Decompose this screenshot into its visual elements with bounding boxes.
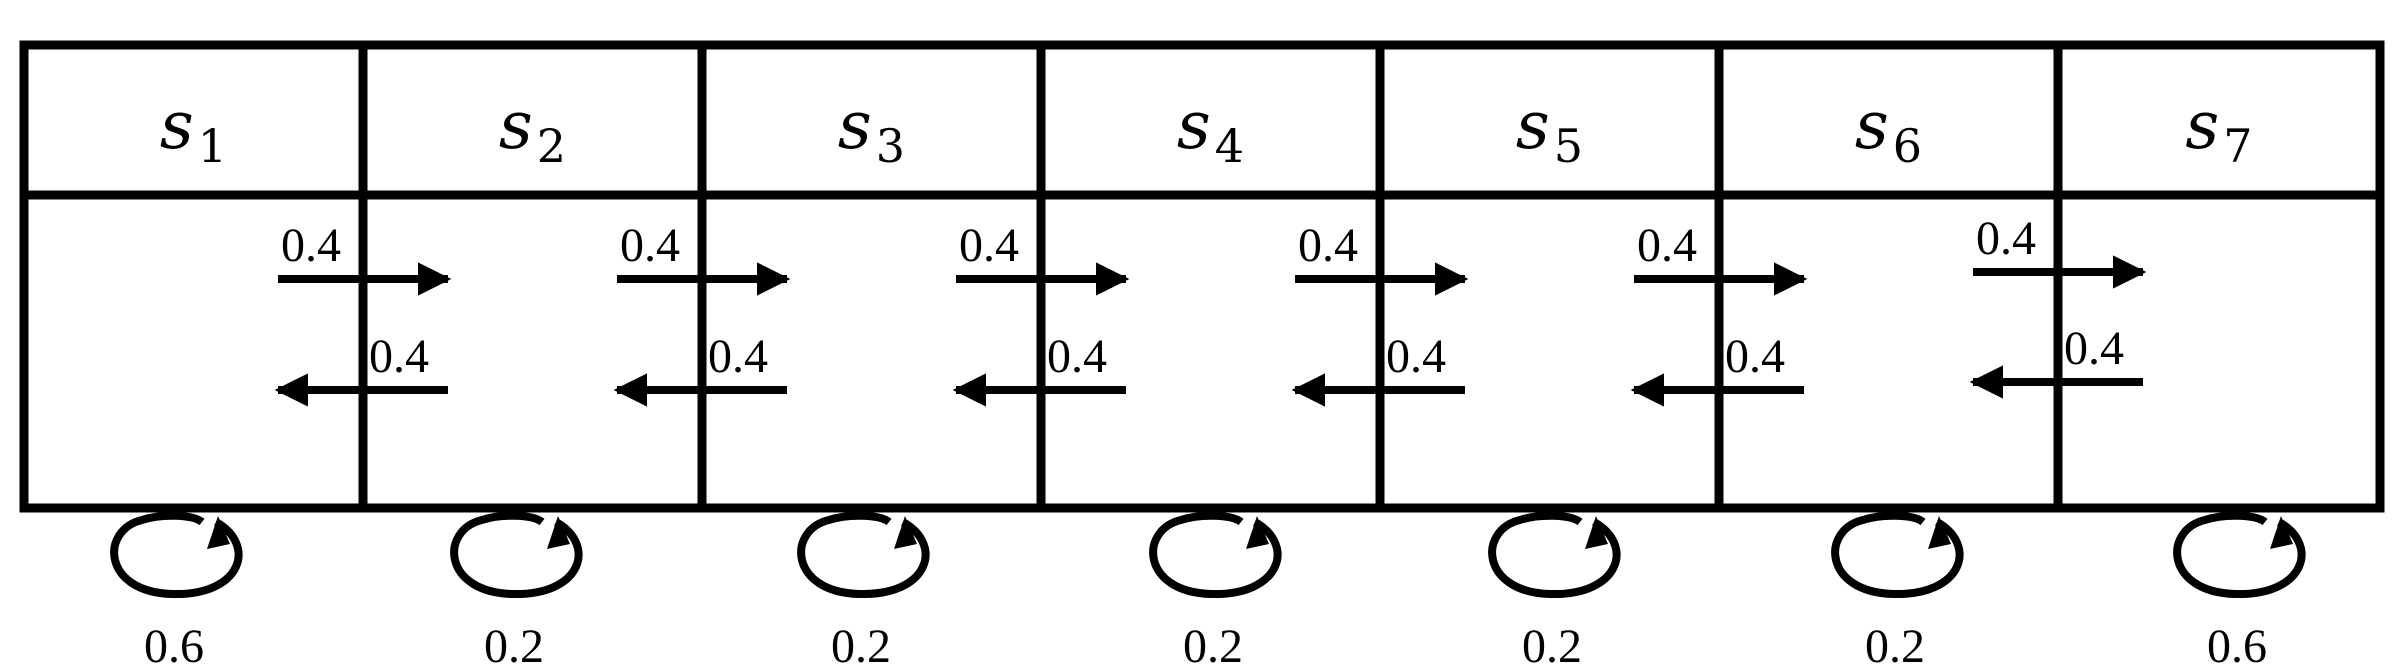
self-loop-head-1: [207, 516, 230, 549]
state-symbol: s: [838, 87, 872, 164]
self-loop-head-4: [1246, 516, 1269, 549]
state-symbol: s: [1177, 87, 1211, 164]
state-label-1: s1: [160, 87, 227, 173]
state-label-6: s6: [1855, 87, 1922, 173]
self-loop-2: [450, 511, 583, 599]
state-label-7: s7: [2185, 87, 2252, 173]
prob-right-1-2: 0.4: [281, 219, 341, 272]
self-loop-7: [2173, 511, 2306, 599]
self-loops: 0.6 0.2 0.2 0.2 0.2 0.2 0.6: [110, 511, 2306, 672]
grid-outline: [19, 40, 2385, 513]
state-symbol: s: [2185, 87, 2219, 164]
self-loop-prob-2: 0.2: [484, 620, 544, 672]
prob-right-2-3: 0.4: [620, 219, 680, 272]
state-symbol: s: [160, 87, 194, 164]
state-grid: [19, 40, 2385, 513]
prob-left-2-1: 0.4: [369, 330, 429, 383]
self-loop-head-3: [894, 516, 917, 549]
prob-left-4-3: 0.4: [1047, 330, 1107, 383]
state-index: 2: [537, 119, 566, 173]
state-label-3: s3: [838, 87, 905, 173]
self-loop-1: [110, 511, 243, 599]
state-label-2: s2: [499, 87, 566, 173]
self-loop-prob-5: 0.2: [1522, 620, 1582, 672]
self-loop-prob-4: 0.2: [1183, 620, 1243, 672]
state-index: 7: [2223, 119, 2252, 173]
state-label-5: s5: [1516, 87, 1583, 173]
state-symbol: s: [1855, 87, 1889, 164]
state-label-4: s4: [1177, 87, 1244, 173]
self-loop-4: [1149, 511, 1282, 599]
self-loop-head-6: [1928, 516, 1951, 549]
prob-left-3-2: 0.4: [708, 330, 768, 383]
self-loop-6: [1831, 511, 1964, 599]
self-loop-head-2: [547, 516, 570, 549]
state-index: 5: [1554, 119, 1583, 173]
transition-arrows: 0.4 0.4 0.4 0.4 0.4 0.4 0.4 0.4 0.4 0.4 0.4 0.4: [274, 212, 2147, 407]
state-index: 4: [1215, 119, 1244, 173]
self-loop-prob-1: 0.6: [144, 620, 204, 672]
prob-right-3-4: 0.4: [959, 219, 1019, 272]
self-loop-prob-6: 0.2: [1865, 620, 1925, 672]
self-loop-head-7: [2270, 516, 2293, 549]
state-index: 6: [1893, 119, 1922, 173]
self-loop-prob-7: 0.6: [2207, 620, 2267, 672]
state-index: 3: [876, 119, 905, 173]
prob-right-6-7: 0.4: [1976, 212, 2036, 265]
state-symbol: s: [499, 87, 533, 164]
prob-right-4-5: 0.4: [1298, 219, 1358, 272]
self-loop-3: [797, 511, 930, 599]
self-loop-head-5: [1585, 516, 1608, 549]
state-symbol: s: [1516, 87, 1550, 164]
state-index: 1: [198, 119, 227, 173]
prob-left-5-4: 0.4: [1386, 330, 1446, 383]
prob-left-7-6: 0.4: [2064, 322, 2124, 375]
prob-right-5-6: 0.4: [1637, 219, 1697, 272]
self-loop-5: [1488, 511, 1621, 599]
self-loop-prob-3: 0.2: [831, 620, 891, 672]
prob-left-6-5: 0.4: [1725, 330, 1785, 383]
